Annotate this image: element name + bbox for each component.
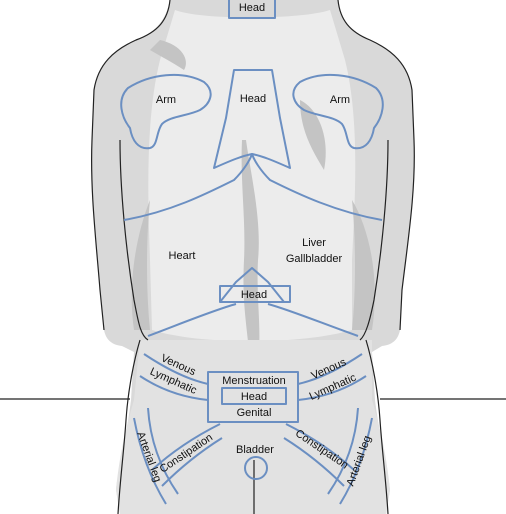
zone-arm-left — [120, 73, 212, 150]
arterial-band-right — [327, 407, 373, 505]
zone-pelvis-box — [207, 371, 299, 423]
hip-right-outline — [365, 339, 389, 514]
arterial-band-left — [133, 407, 179, 505]
zone-bladder — [244, 456, 268, 480]
venous-band-left — [139, 353, 209, 401]
label-head-mid: Head — [241, 289, 267, 301]
shoulder-shadow-left — [150, 40, 186, 70]
reflex-zones — [120, 0, 384, 505]
waist-line — [147, 303, 359, 337]
label-head-low: Head — [241, 391, 267, 403]
right-back-outline — [359, 139, 389, 341]
hip-left-outline — [117, 339, 141, 514]
shoulder-shadow-right — [300, 100, 326, 170]
buttocks-fill — [116, 340, 390, 514]
zone-head-mid — [219, 267, 285, 303]
label-arm-left: Arm — [156, 94, 176, 106]
zone-arm-right — [292, 73, 384, 150]
side-shadow-right — [352, 200, 375, 330]
label-gallbladder: Gallbladder — [286, 253, 343, 265]
label-head-upper: Head — [240, 93, 266, 105]
zone-head-low — [221, 387, 287, 405]
label-heart: Heart — [169, 250, 196, 262]
back-highlight — [148, 10, 356, 342]
spine-shadow — [241, 140, 260, 360]
left-back-outline — [119, 139, 149, 341]
label-menstruation: Menstruation — [222, 375, 286, 387]
left-arm-outline — [91, 0, 171, 331]
label-head-top: Head — [239, 2, 265, 14]
label-genital: Genital — [237, 407, 272, 419]
label-arm-right: Arm — [330, 94, 350, 106]
venous-band-right — [297, 353, 367, 401]
label-bladder: Bladder — [236, 444, 274, 456]
zone-head-mid-box — [219, 285, 291, 303]
side-shadow-left — [131, 200, 150, 330]
right-arm-outline — [337, 0, 415, 331]
zone-head-top — [228, 0, 276, 19]
diaphragm-line — [123, 153, 383, 221]
label-liver: Liver — [302, 237, 326, 249]
